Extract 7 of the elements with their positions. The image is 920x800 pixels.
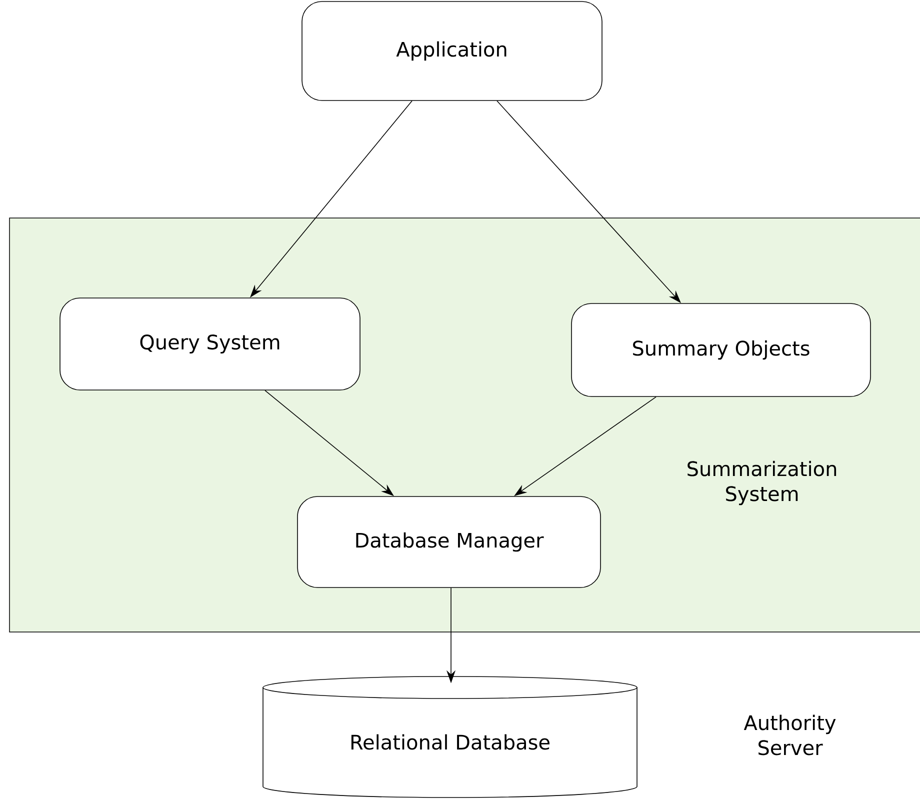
process-box: Query System [60, 298, 360, 390]
node-label: Relational Database [351, 734, 550, 750]
process-box: Summary Objects [571, 303, 871, 397]
process-box: Database Manager [297, 496, 601, 588]
process-box: Application [302, 1, 602, 101]
server-label: Authority Server [744, 714, 836, 756]
database-cylinder: Relational Database [262, 676, 638, 798]
